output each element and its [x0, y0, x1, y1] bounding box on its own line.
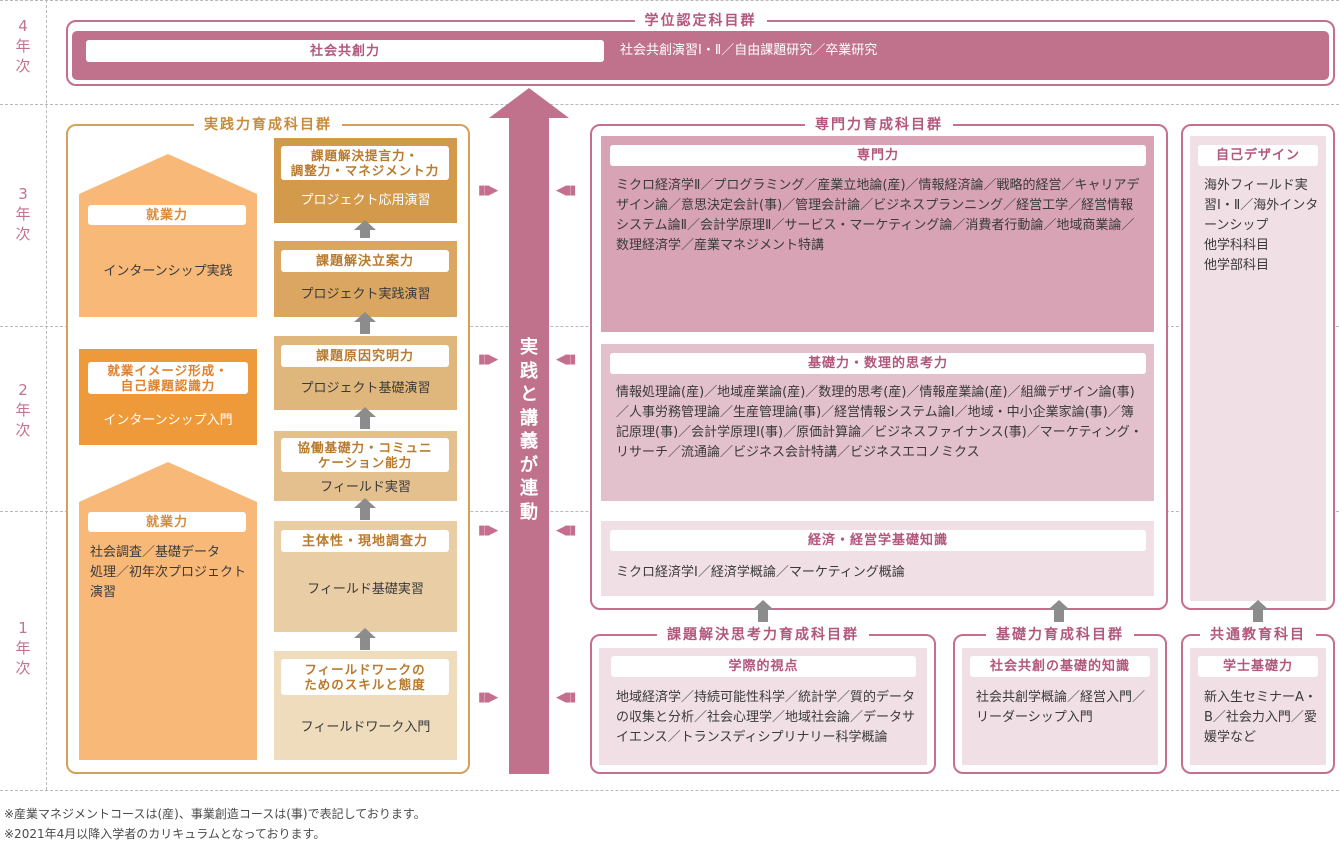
- specialized-text-2: 情報処理論(産)／地域産業論(産)／数理的思考(産)／情報産業論(産)／組織デザ…: [616, 385, 1143, 460]
- common-group-title: 共通教育科目: [1183, 626, 1333, 644]
- step-text-6: フィールドワーク入門: [300, 720, 431, 735]
- step-pill-1: 課題解決提言力・ 調整力・マネジメント力: [281, 146, 449, 180]
- degree-group-title: 学位認定科目群: [68, 12, 1333, 30]
- problem-solving-pill: 学際的視点: [611, 656, 916, 677]
- step-pill-6: フィールドワークの ためのスキルと態度: [281, 659, 449, 695]
- problem-solving-title: 課題解決思考力育成科目群: [592, 626, 934, 644]
- specialized-text-3: ミクロ経済学Ⅰ／経済学概論／マーケティング概論: [616, 565, 905, 580]
- grid-line-top: [0, 0, 1339, 1]
- basic-group-title: 基礎力育成科目群: [955, 626, 1165, 644]
- step-arrow-5: [354, 628, 376, 638]
- degree-courses: 社会共創演習Ⅰ・Ⅱ／自由課題研究／卒業研究: [620, 43, 878, 58]
- step-text-1: プロジェクト応用演習: [300, 193, 431, 208]
- step-arrow-stem-3: [360, 417, 370, 429]
- practice-group-title: 実践力育成科目群: [68, 116, 468, 134]
- house-top-text: インターンシップ実践: [103, 264, 233, 279]
- house-bottom-text: 社会調査／基礎データ 処理／初年次プロジェクト演習: [90, 545, 247, 600]
- self-design-inner: [1190, 136, 1326, 601]
- up-arrow-stem-common: [1253, 610, 1263, 622]
- footnote-curriculum: ※2021年4月以降入学者のカリキュラムとなっております。: [4, 827, 326, 841]
- up-arrow-problem: [752, 600, 774, 610]
- basic-pill: 社会共創の基礎的知識: [970, 656, 1150, 677]
- step-arrow-4: [354, 498, 376, 508]
- grid-line-4-3: [0, 104, 1339, 105]
- step-text-3: プロジェクト基礎演習: [300, 381, 431, 396]
- degree-pill: 社会共創力: [86, 40, 604, 62]
- step-arrow-stem-2: [360, 322, 370, 334]
- house-shape-bottom: [79, 462, 257, 760]
- house-bottom-pill: 就業力: [88, 512, 246, 532]
- chevron-left-icon: ◀▮▮: [556, 690, 576, 705]
- footnote-course: ※産業マネジメントコースは(産)、事業創造コースは(事)で表記しております。: [4, 807, 426, 821]
- chevron-right-icon: ▮▮▶: [478, 183, 498, 198]
- step-text-4: フィールド実習: [320, 480, 411, 495]
- step-arrow-1: [354, 220, 376, 230]
- specialized-pill-3: 経済・経営学基礎知識: [610, 530, 1146, 551]
- house-top-pill: 就業力: [88, 205, 246, 225]
- specialized-block-1: [601, 136, 1154, 332]
- step-pill-4: 協働基礎力・コミュニ ケーション能力: [281, 438, 449, 472]
- chevron-left-icon: ◀▮▮: [556, 183, 576, 198]
- up-arrow-stem-basic: [1054, 610, 1064, 622]
- up-arrow-stem-problem: [758, 610, 768, 622]
- degree-group: 学位認定科目群 社会共創力 社会共創演習Ⅰ・Ⅱ／自由課題研究／卒業研究: [66, 13, 1335, 86]
- degree-inner: 社会共創力 社会共創演習Ⅰ・Ⅱ／自由課題研究／卒業研究: [72, 31, 1329, 80]
- chevron-right-icon: ▮▮▶: [478, 690, 498, 705]
- chevron-left-icon: ◀▮▮: [556, 352, 576, 367]
- chevron-left-icon: ◀▮▮: [556, 523, 576, 538]
- step-arrow-stem-4: [360, 508, 370, 520]
- up-arrow-basic: [1048, 600, 1070, 610]
- self-design-pill: 自己デザイン: [1198, 145, 1318, 166]
- career-image-text: インターンシップ入門: [103, 413, 233, 428]
- specialized-text-1: ミクロ経済学Ⅱ／プログラミング／産業立地論(産)／情報経済論／戦略的経営／キャリ…: [616, 178, 1140, 253]
- grid-line-bottom: [0, 790, 1339, 791]
- center-up-arrow: [489, 88, 569, 774]
- basic-text: 社会共創学概論／経営入門／リーダーシップ入門: [976, 690, 1146, 725]
- specialized-pill-1: 専門力: [610, 145, 1146, 166]
- specialized-pill-2: 基礎力・数理的思考力: [610, 353, 1146, 374]
- up-arrow-common: [1247, 600, 1269, 610]
- step-text-5: フィールド基礎実習: [307, 582, 424, 597]
- step-pill-5: 主体性・現地調査力: [281, 530, 449, 552]
- step-text-2: プロジェクト実践演習: [300, 287, 431, 302]
- specialized-group-title: 専門力育成科目群: [592, 116, 1166, 134]
- year-column-divider: [46, 0, 47, 790]
- chevron-right-icon: ▮▮▶: [478, 523, 498, 538]
- common-text: 新入生セミナーA・B／社会力入門／愛媛学など: [1204, 690, 1317, 745]
- center-arrow-label: 実 践 と 講 義 が 連 動: [520, 337, 538, 523]
- step-arrow-stem-1: [360, 230, 370, 238]
- career-image-pill: 就業イメージ形成・ 自己課題認識力: [88, 362, 248, 394]
- step-arrow-stem-5: [360, 638, 370, 650]
- chevron-right-icon: ▮▮▶: [478, 352, 498, 367]
- step-pill-3: 課題原因究明力: [281, 345, 449, 367]
- self-design-text: 海外フィールド実習Ⅰ・Ⅱ／海外インターンシップ 他学科科目 他学部科目: [1204, 178, 1319, 273]
- step-arrow-3: [354, 407, 376, 417]
- problem-solving-text: 地域経済学／持続可能性科学／統計学／質的データの収集と分析／社会心理学／地域社会…: [616, 690, 916, 745]
- common-pill: 学士基礎力: [1198, 656, 1318, 677]
- step-pill-2: 課題解決立案力: [281, 250, 449, 272]
- house-shape-top: [79, 154, 257, 317]
- self-design-group: [1181, 124, 1335, 610]
- step-arrow-2: [354, 312, 376, 322]
